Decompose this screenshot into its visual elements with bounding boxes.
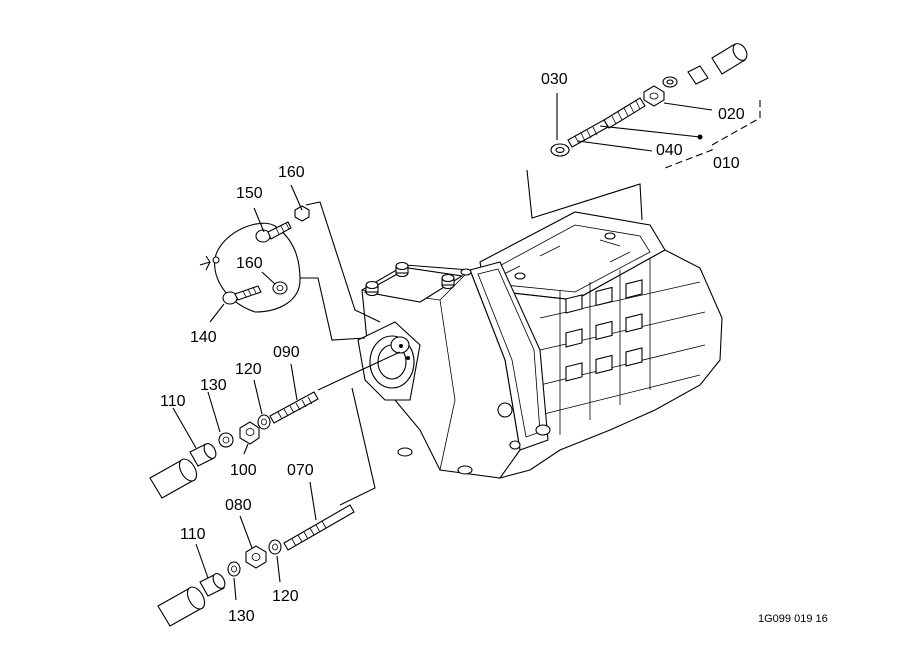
- callout-040: 040: [656, 142, 683, 159]
- callout-160-upper: 160: [278, 164, 305, 181]
- callout-110-upper: 110: [160, 393, 186, 410]
- shift-rod-assembly-010: [526, 43, 761, 221]
- callout-030: 030: [541, 71, 568, 88]
- callout-140: 140: [190, 329, 217, 346]
- bolt-assembly-140-150-160: [199, 184, 381, 341]
- callout-120-upper: 120: [235, 361, 262, 378]
- callout-160-lower: 160: [236, 255, 263, 272]
- callout-020: 020: [718, 106, 745, 123]
- callout-100: 100: [230, 462, 257, 479]
- callout-080: 080: [225, 497, 252, 514]
- callout-130-lower: 130: [228, 608, 255, 625]
- transmission-case: [357, 211, 723, 479]
- callout-120-lower: 120: [272, 588, 299, 605]
- callout-150: 150: [236, 185, 263, 202]
- callout-010: 010: [713, 155, 740, 172]
- callout-130-upper: 130: [200, 377, 227, 394]
- callout-090: 090: [273, 344, 300, 361]
- shift-rod-090-group: [149, 351, 401, 499]
- callout-labels: 030 020 040 010 160 150 160 140 090 120 …: [160, 71, 745, 625]
- shift-rod-070-group: [157, 387, 376, 627]
- callout-070: 070: [287, 462, 314, 479]
- callout-110-lower: 110: [180, 526, 206, 543]
- reference-code: 1G099 019 16: [758, 613, 828, 625]
